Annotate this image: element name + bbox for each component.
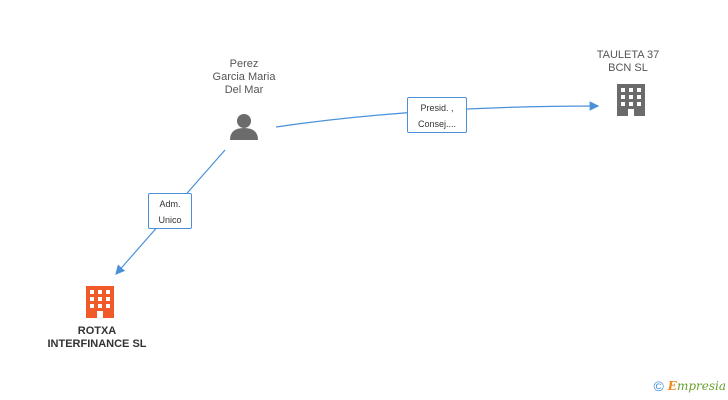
brand-logo-e: E	[667, 379, 677, 393]
tauleta-label[interactable]: TAULETA 37 BCN SL	[596, 49, 660, 74]
building-icon[interactable]	[617, 84, 645, 116]
edge-label-adm-line1: Adm.	[159, 199, 181, 209]
person-label[interactable]: Perez Garcia Maria Del Mar	[212, 58, 276, 96]
person-icon[interactable]	[230, 114, 258, 140]
footer-brand: © Empresia	[653, 378, 726, 394]
edge-label-adm: Adm. Unico	[148, 193, 192, 229]
brand-logo-rest: mpresia	[676, 379, 726, 393]
edge-label-presid-line2: Consej....	[417, 119, 457, 129]
copyright-icon: ©	[653, 378, 664, 394]
building-icon[interactable]	[86, 286, 114, 318]
brand-logo: Empresia	[668, 379, 726, 393]
rotxa-label[interactable]: ROTXA INTERFINANCE SL	[47, 325, 147, 350]
edge-label-presid-line1: Presid. ,	[420, 103, 454, 113]
edge-label-presid: Presid. , Consej....	[407, 97, 467, 133]
edge-label-adm-line2: Unico	[158, 215, 182, 225]
